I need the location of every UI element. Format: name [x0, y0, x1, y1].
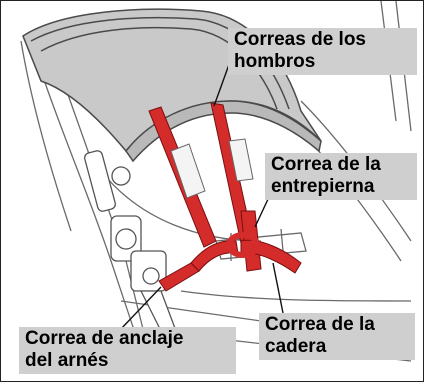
- leader-hip: [273, 263, 283, 313]
- leader-crotch: [255, 197, 269, 227]
- callout-crotch-line1: Correa de la: [271, 154, 411, 176]
- callout-anchor-line1: Correa de anclaje: [25, 328, 230, 350]
- callout-shoulder-line2: hombros: [234, 51, 411, 73]
- callout-crotch-line2: entrepierna: [271, 176, 411, 198]
- callout-shoulder-straps: Correas de los hombros: [228, 28, 417, 75]
- callout-hip-line1: Correa de la: [265, 314, 409, 336]
- callout-anchor-strap: Correa de anclaje del arnés: [19, 327, 236, 374]
- callout-anchor-line2: del arnés: [25, 350, 230, 372]
- hinge-mechanism: [84, 150, 176, 331]
- callout-hip-strap: Correa de la cadera: [259, 313, 415, 360]
- callout-shoulder-line1: Correas de los: [234, 29, 411, 51]
- callout-hip-line2: cadera: [265, 336, 409, 358]
- callout-crotch-strap: Correa de la entrepierna: [265, 153, 417, 200]
